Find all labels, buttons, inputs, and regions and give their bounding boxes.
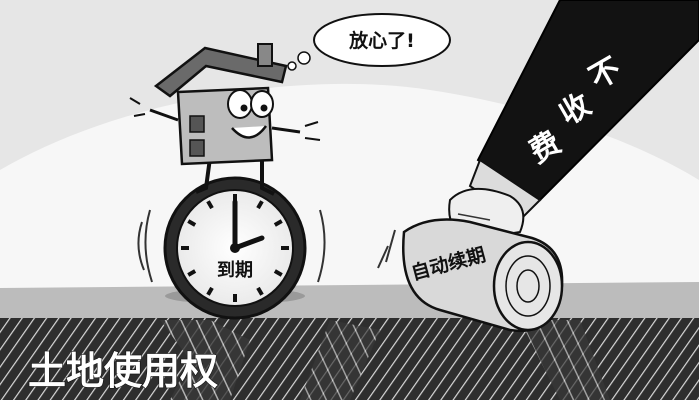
clock-tick <box>256 286 264 296</box>
soil-crack <box>160 320 250 400</box>
soil-crack-3 <box>520 320 610 400</box>
clock-tick <box>273 219 283 227</box>
speech-bubble-text: 放心了! <box>348 29 415 52</box>
sleeve-arm: 不 收 费 <box>468 0 699 222</box>
clock-tick <box>256 200 264 210</box>
speech-bubble: 放心了! <box>287 13 451 71</box>
clock-tick <box>187 269 197 277</box>
house-character <box>129 43 321 196</box>
clock: 到期 <box>137 176 326 320</box>
clock-tick <box>206 286 214 296</box>
hand-and-roll: 自动续期 <box>377 187 564 333</box>
clock-label: 到期 <box>217 260 253 281</box>
soil-crack-2 <box>300 320 380 400</box>
clock-tick <box>206 200 214 210</box>
clock-ticks <box>181 194 289 302</box>
banner-text: 土地使用权 <box>28 349 218 393</box>
clock-tick <box>187 219 197 227</box>
clock-tick <box>273 269 283 277</box>
